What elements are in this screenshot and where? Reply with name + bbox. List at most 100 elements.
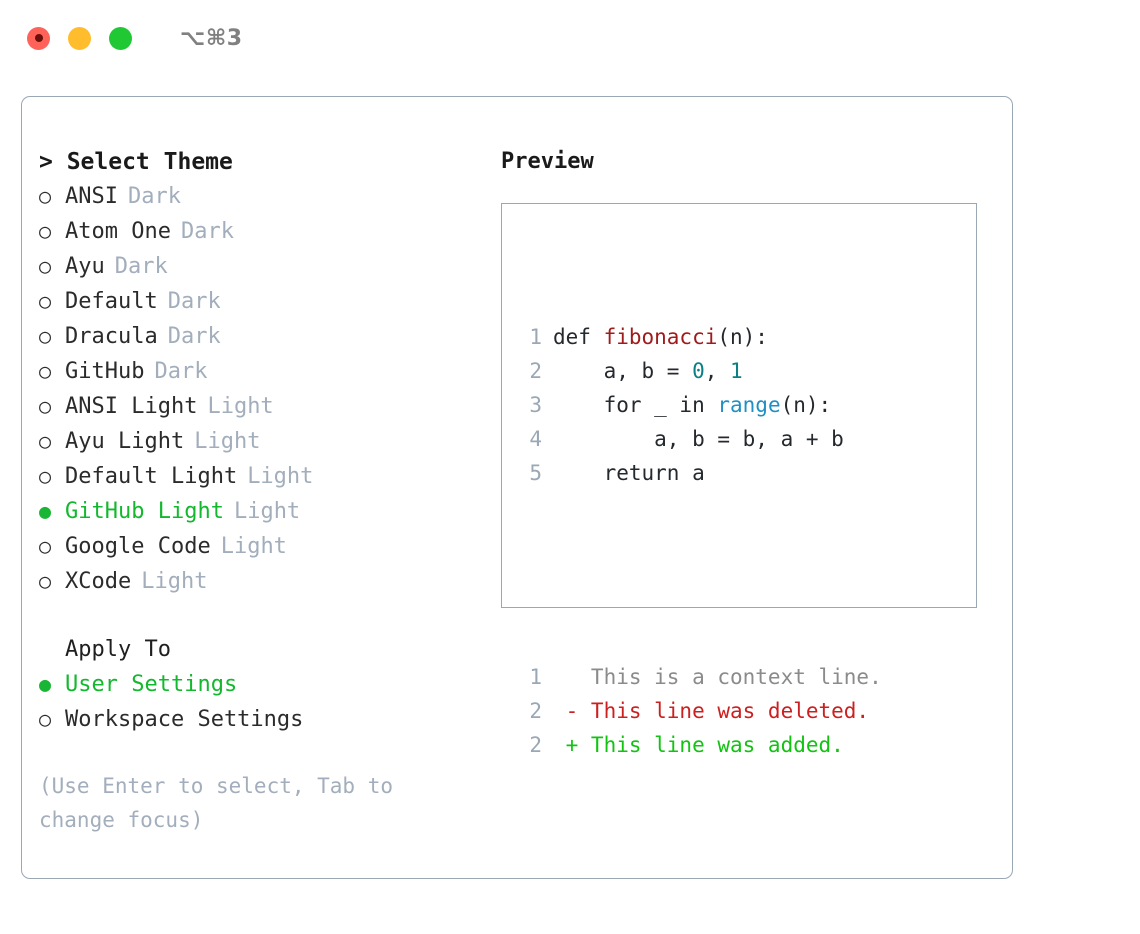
theme-option-kind: Dark (114, 254, 168, 279)
radio-selected-icon: ● (39, 499, 52, 523)
theme-option-label: Google Code (65, 534, 211, 559)
code-text: def fibonacci(n): (542, 320, 768, 354)
radio-selected-icon: ● (39, 672, 52, 696)
line-number: 1 (529, 665, 542, 689)
preview-heading: Preview (501, 149, 594, 174)
theme-option-kind: Dark (167, 289, 221, 314)
theme-option-ayu-light[interactable]: ○ Ayu Light Light (39, 424, 499, 459)
theme-option-label: Ayu Light (65, 429, 185, 454)
theme-option-label: GitHub (65, 359, 145, 384)
theme-option-dracula[interactable]: ○ Dracula Dark (39, 319, 499, 354)
zoom-button[interactable] (109, 26, 132, 50)
line-number: 5 (529, 461, 542, 485)
radio-icon: ○ (39, 184, 52, 208)
diff-sample: 1 This is a context line.2 - This line w… (518, 660, 882, 762)
theme-option-github[interactable]: ○ GitHub Dark (39, 354, 499, 389)
minimize-button[interactable] (68, 26, 91, 50)
line-number: 2 (529, 699, 542, 723)
token-ctx: This is a context line. (553, 665, 882, 689)
token-add: + This line was added. (553, 733, 844, 757)
diff-line: 1 This is a context line. (518, 660, 882, 694)
theme-option-label: ANSI Light (65, 394, 198, 419)
diff-text: + This line was added. (542, 728, 844, 762)
token-num: 1 (730, 359, 743, 383)
radio-icon: ○ (39, 569, 52, 593)
code-line: 3 for _ in range(n): (518, 388, 882, 422)
token-plain: (n): (717, 325, 768, 349)
theme-option-label: Atom One (65, 219, 171, 244)
line-number: 1 (529, 325, 542, 349)
token-plain: for _ in (553, 393, 718, 417)
theme-option-default[interactable]: ○ Default Dark (39, 284, 499, 319)
apply-to-option-label: Workspace Settings (65, 707, 304, 732)
token-plain: a, b = (553, 359, 693, 383)
radio-icon: ○ (39, 219, 52, 243)
theme-option-atom-one[interactable]: ○ Atom One Dark (39, 214, 499, 249)
line-number: 2 (529, 359, 542, 383)
radio-icon: ○ (39, 289, 52, 313)
code-line: 2 a, b = 0, 1 (518, 354, 882, 388)
radio-icon: ○ (39, 359, 52, 383)
code-text: a, b = b, a + b (542, 422, 844, 456)
line-number: 3 (529, 393, 542, 417)
theme-option-kind: Dark (167, 324, 221, 349)
window-controls (27, 26, 132, 50)
keyboard-shortcut-label: ⌥⌘3 (180, 25, 243, 51)
theme-option-kind: Dark (154, 359, 208, 384)
diff-line: 2 - This line was deleted. (518, 694, 882, 728)
token-plain: , (704, 359, 731, 383)
theme-option-label: ANSI (65, 184, 118, 209)
token-plain: (n): (780, 393, 832, 417)
token-plain: def (553, 325, 604, 349)
line-number: 2 (529, 733, 542, 757)
theme-option-kind: Light (233, 499, 301, 524)
theme-option-label: Ayu (65, 254, 105, 279)
close-button[interactable] (27, 26, 50, 50)
apply-to-option-user-settings[interactable]: ●User Settings (39, 667, 499, 702)
token-fn: fibonacci (603, 325, 718, 349)
apply-to-list[interactable]: ●User Settings○Workspace Settings (39, 667, 499, 737)
radio-icon: ○ (39, 324, 52, 348)
apply-to-heading: Apply To (65, 637, 171, 662)
theme-option-kind: Light (194, 429, 261, 454)
radio-icon: ○ (39, 394, 52, 418)
theme-option-kind: Dark (127, 184, 181, 209)
code-text: a, b = 0, 1 (542, 354, 743, 388)
line-number: 4 (529, 427, 542, 451)
token-del: - This line was deleted. (553, 699, 870, 723)
radio-icon: ○ (39, 534, 52, 558)
theme-option-ansi[interactable]: ○ ANSI Dark (39, 179, 499, 214)
radio-icon: ○ (39, 429, 52, 453)
code-text: for _ in range(n): (542, 388, 832, 422)
code-line: 4 a, b = b, a + b (518, 422, 882, 456)
token-call: range (717, 393, 781, 417)
theme-option-label: Default (65, 289, 158, 314)
token-num: 0 (692, 359, 705, 383)
theme-option-ansi-light[interactable]: ○ ANSI Light Light (39, 389, 499, 424)
spacer (39, 599, 499, 633)
theme-option-kind: Light (247, 464, 314, 489)
theme-option-kind: Light (207, 394, 274, 419)
theme-option-label: Dracula (65, 324, 158, 349)
diff-text: - This line was deleted. (542, 694, 869, 728)
diff-text: This is a context line. (542, 660, 882, 694)
code-text: return a (542, 456, 705, 490)
apply-to-option-workspace-settings[interactable]: ○Workspace Settings (39, 702, 499, 737)
code-line: 5 return a (518, 456, 882, 490)
title-bar: ⌥⌘3 (0, 0, 1140, 76)
theme-option-kind: Dark (180, 219, 234, 244)
